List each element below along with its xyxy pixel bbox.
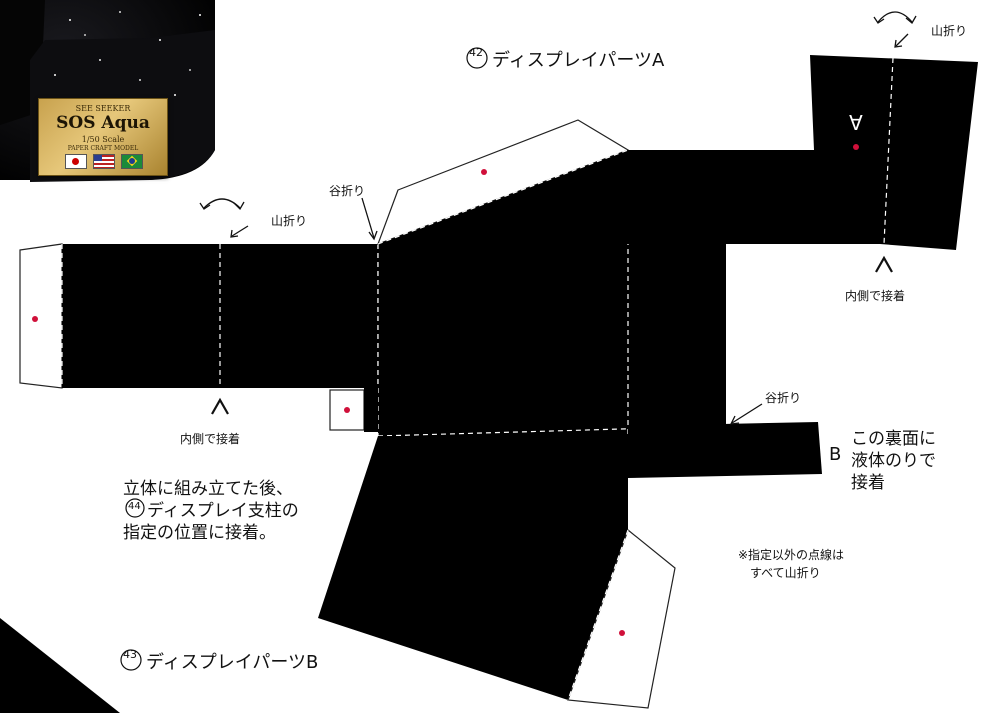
- plaque-maker: PAPER CRAFT MODEL: [67, 145, 139, 152]
- flag-brazil: [121, 154, 143, 169]
- flag-usa: [93, 154, 115, 169]
- left-glue-tab: [19, 243, 63, 389]
- assembly-note-line3: 指定の位置に接着。: [123, 523, 276, 543]
- part-43-box: [318, 436, 676, 709]
- plaque-brand: SEE SEEKER: [75, 104, 131, 113]
- part-a-letter: A: [849, 110, 863, 134]
- corner-silhouette: [0, 618, 120, 713]
- glue-note-line3: 接着: [851, 473, 885, 493]
- part-a-number: 42: [469, 46, 483, 59]
- assembly-note-line1: 立体に組み立てた後、: [123, 479, 293, 499]
- model-plaque: SEE SEEKER SOS Aqua 1/50 Scale PAPER CRA…: [38, 98, 168, 176]
- assembly-note-number: 44: [128, 501, 141, 512]
- inner-glue-label: 内側で接着: [180, 432, 241, 446]
- glue-dot: [32, 316, 38, 322]
- part-b-tab: [628, 422, 822, 478]
- glue-dot: [619, 630, 625, 636]
- valley-fold-label: 谷折り: [329, 184, 366, 198]
- assembly-note-line2: ディスプレイ支柱の: [147, 501, 299, 521]
- glue-dot: [481, 169, 487, 175]
- center-panel: [329, 150, 727, 478]
- part-b-title: ディスプレイパーツB: [146, 652, 319, 673]
- valley-fold-label: 谷折り: [765, 391, 802, 405]
- part-b-number: 43: [123, 648, 137, 661]
- mountain-fold-label: 山折り: [271, 214, 308, 228]
- fold-arrows: [199, 11, 917, 425]
- part-a-title: ディスプレイパーツA: [492, 50, 665, 71]
- glue-note-line2: 液体のりで: [851, 451, 936, 471]
- fold-note-line2: すべて山折り: [750, 566, 821, 580]
- mountain-fold-label: 山折り: [931, 24, 968, 38]
- glue-dot: [853, 144, 859, 150]
- plaque-scale: 1/50 Scale: [81, 135, 125, 144]
- flag-japan: [65, 154, 87, 169]
- glue-dot: [344, 407, 350, 413]
- fold-note-line1: ※指定以外の点線は: [738, 548, 845, 562]
- tab-b-letter: B: [829, 444, 842, 465]
- plaque-name: SOS Aqua: [56, 113, 150, 133]
- part-number-circles: [120, 47, 488, 671]
- glue-note-line1: この裏面に: [851, 429, 936, 449]
- part-a-arm: [628, 55, 978, 250]
- top-flap: [376, 119, 630, 246]
- left-panel: [19, 243, 379, 389]
- inner-glue-label: 内側で接着: [845, 289, 906, 303]
